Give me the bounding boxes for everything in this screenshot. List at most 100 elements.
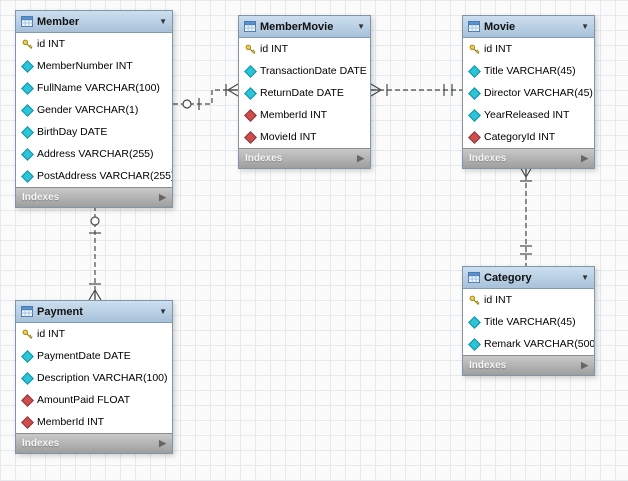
chevron-down-icon[interactable]: ▼ [159,307,167,316]
column-label: id INT [484,43,513,55]
column-row[interactable]: TransactionDate DATE [239,60,370,82]
column-row[interactable]: MovieId INT [239,126,370,148]
column-label: FullName VARCHAR(100) [37,82,160,94]
relationship-membermovie-movie[interactable] [370,83,462,97]
expand-arrow-icon[interactable]: ▶ [581,360,588,370]
fk-column-icon [243,130,257,144]
expand-arrow-icon[interactable]: ▶ [159,438,166,448]
column-row[interactable]: Title VARCHAR(45) [463,60,594,82]
indexes-label: Indexes [469,153,507,164]
table-category[interactable]: Category ▼ id INT Title VARCHAR(45) Remark V… [462,266,595,376]
table-movie[interactable]: Movie▼ id INT Title VARCHAR(45) Director VA… [462,15,595,169]
column-icon [467,64,481,78]
column-row[interactable]: id INT [16,323,172,345]
column-row[interactable]: id INT [239,38,370,60]
column-row[interactable]: MemberId INT [239,104,370,126]
column-icon [243,64,257,78]
column-label: Director VARCHAR(45) [484,87,593,99]
column-row[interactable]: AmountPaid FLOAT [16,389,172,411]
expand-arrow-icon[interactable]: ▶ [357,153,364,163]
fk-column-icon [20,415,34,429]
column-label: BirthDay DATE [37,126,108,138]
table-title: Payment [37,305,83,318]
column-row[interactable]: PaymentDate DATE [16,345,172,367]
column-row[interactable]: YearReleased INT [463,104,594,126]
indexes-bar[interactable]: Indexes ▶ [16,433,172,453]
key-icon [468,44,480,55]
column-icon [20,59,34,73]
indexes-bar[interactable]: Indexes ▶ [16,187,172,207]
column-label: Title VARCHAR(45) [484,316,576,328]
column-label: CategoryId INT [484,131,556,143]
column-icon [467,315,481,329]
column-label: MemberId INT [37,416,105,428]
indexes-bar[interactable]: Indexes▶ [463,355,594,375]
expand-arrow-icon[interactable]: ▶ [581,153,588,163]
column-label: MemberId INT [260,109,328,121]
chevron-down-icon[interactable]: ▼ [159,17,167,26]
relationship-member-membermovie[interactable] [173,83,239,110]
column-row[interactable]: id INT [463,38,594,60]
indexes-label: Indexes [22,438,60,449]
table-title: MemberMovie [260,20,334,33]
column-row[interactable]: PostAddress VARCHAR(255) [16,165,172,187]
table-icon [468,21,480,32]
column-row[interactable]: FullName VARCHAR(100) [16,77,172,99]
column-row[interactable]: Address VARCHAR(255) [16,143,172,165]
table-member[interactable]: Member ▼ id INT MemberNumber INT FullName VA… [15,10,173,208]
column-label: MovieId INT [260,131,317,143]
column-icon [467,108,481,122]
table-title: Category [484,271,532,284]
table-header[interactable]: Category ▼ [463,267,594,289]
many-crowfoot-marker [227,83,239,97]
table-header[interactable]: Payment ▼ [16,301,172,323]
column-icon [20,147,34,161]
indexes-bar[interactable]: Indexes ▶ [239,148,370,168]
optional-circle-marker [182,99,192,109]
table-header[interactable]: Movie▼ [463,16,594,38]
indexes-label: Indexes [22,192,60,203]
column-label: Remark VARCHAR(500) [484,338,594,350]
relationship-member-payment[interactable] [88,206,102,301]
column-row[interactable]: Remark VARCHAR(500) [463,333,594,355]
column-row[interactable]: Director VARCHAR(45) [463,82,594,104]
column-row[interactable]: ReturnDate DATE [239,82,370,104]
relationship-line[interactable] [173,89,238,105]
column-row[interactable]: BirthDay DATE [16,121,172,143]
column-row[interactable]: MemberNumber INT [16,55,172,77]
column-row[interactable]: id INT [16,33,172,55]
expand-arrow-icon[interactable]: ▶ [159,192,166,202]
column-icon [20,103,34,117]
column-row[interactable]: CategoryId INT [463,126,594,148]
column-row[interactable]: Gender VARCHAR(1) [16,99,172,121]
column-row[interactable]: MemberId INT [16,411,172,433]
column-row[interactable]: Description VARCHAR(100) [16,367,172,389]
column-label: Address VARCHAR(255) [37,148,154,160]
chevron-down-icon[interactable]: ▼ [581,22,589,31]
column-label: id INT [37,38,66,50]
optional-circle-marker [90,216,100,226]
indexes-bar[interactable]: Indexes ▶ [463,148,594,168]
column-icon [20,81,34,95]
chevron-down-icon[interactable]: ▼ [357,22,365,31]
table-icon [244,21,256,32]
column-icon [467,337,481,351]
fk-column-icon [467,130,481,144]
indexes-label: Indexes [245,153,283,164]
column-icon [243,86,257,100]
chevron-down-icon[interactable]: ▼ [581,273,589,282]
fk-column-icon [243,108,257,122]
column-icon [20,349,34,363]
table-title: Member [37,15,80,28]
column-label: Gender VARCHAR(1) [37,104,139,116]
column-row[interactable]: Title VARCHAR(45) [463,311,594,333]
relationship-movie-category[interactable] [519,166,533,266]
key-icon [244,44,256,55]
table-header[interactable]: Member ▼ [16,11,172,33]
column-row[interactable]: id INT [463,289,594,311]
table-header[interactable]: MemberMovie ▼ [239,16,370,38]
table-icon [21,16,33,27]
